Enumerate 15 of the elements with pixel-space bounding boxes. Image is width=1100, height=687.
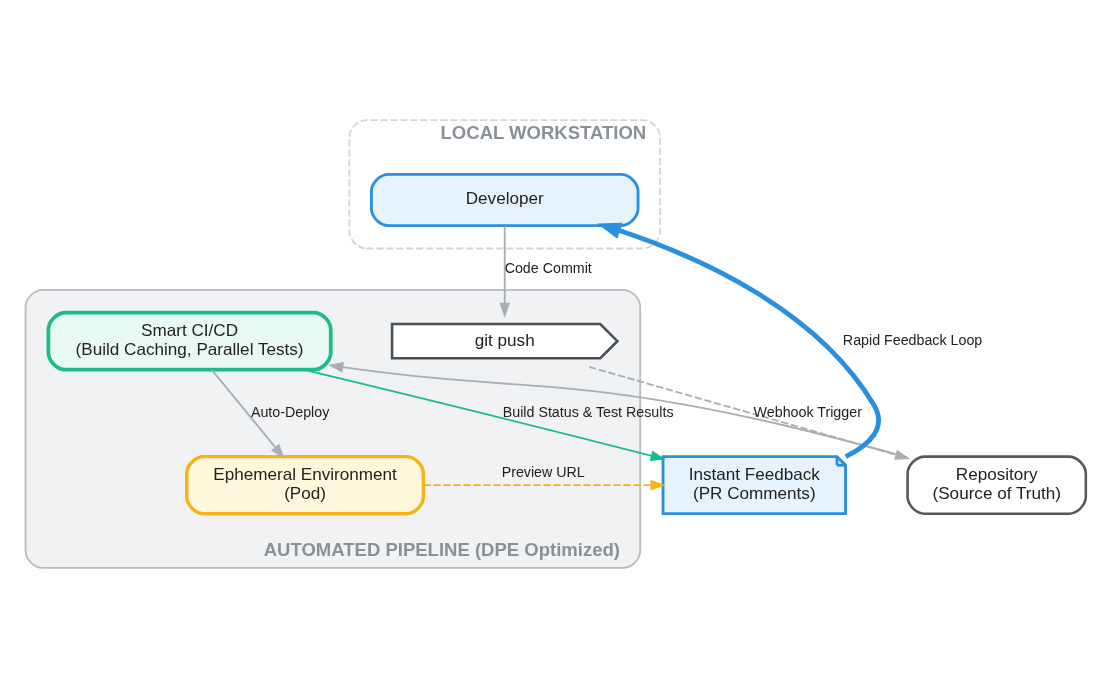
node-box: Repository (Source of Truth)	[906, 454, 1088, 515]
arrow	[422, 479, 666, 490]
node-box: Ephemeral Environment (Pod)	[185, 454, 426, 515]
arrow	[499, 224, 511, 318]
edge-label: Auto-Deploy	[250, 403, 330, 420]
edge-label: Webhook Trigger	[753, 403, 862, 420]
edge-label: Rapid Feedback Loop	[842, 331, 983, 348]
edge-label: Build Status & Test Results	[502, 403, 674, 420]
arrow	[302, 368, 666, 461]
arrow	[597, 222, 881, 459]
node-box: Developer	[369, 172, 640, 227]
node-box: Smart CI/CD (Build Caching, Parallel Tests)	[46, 310, 333, 372]
edge-label: Code Commit	[504, 259, 592, 276]
arrow	[210, 368, 285, 459]
edge-label: Preview URL	[501, 463, 585, 480]
